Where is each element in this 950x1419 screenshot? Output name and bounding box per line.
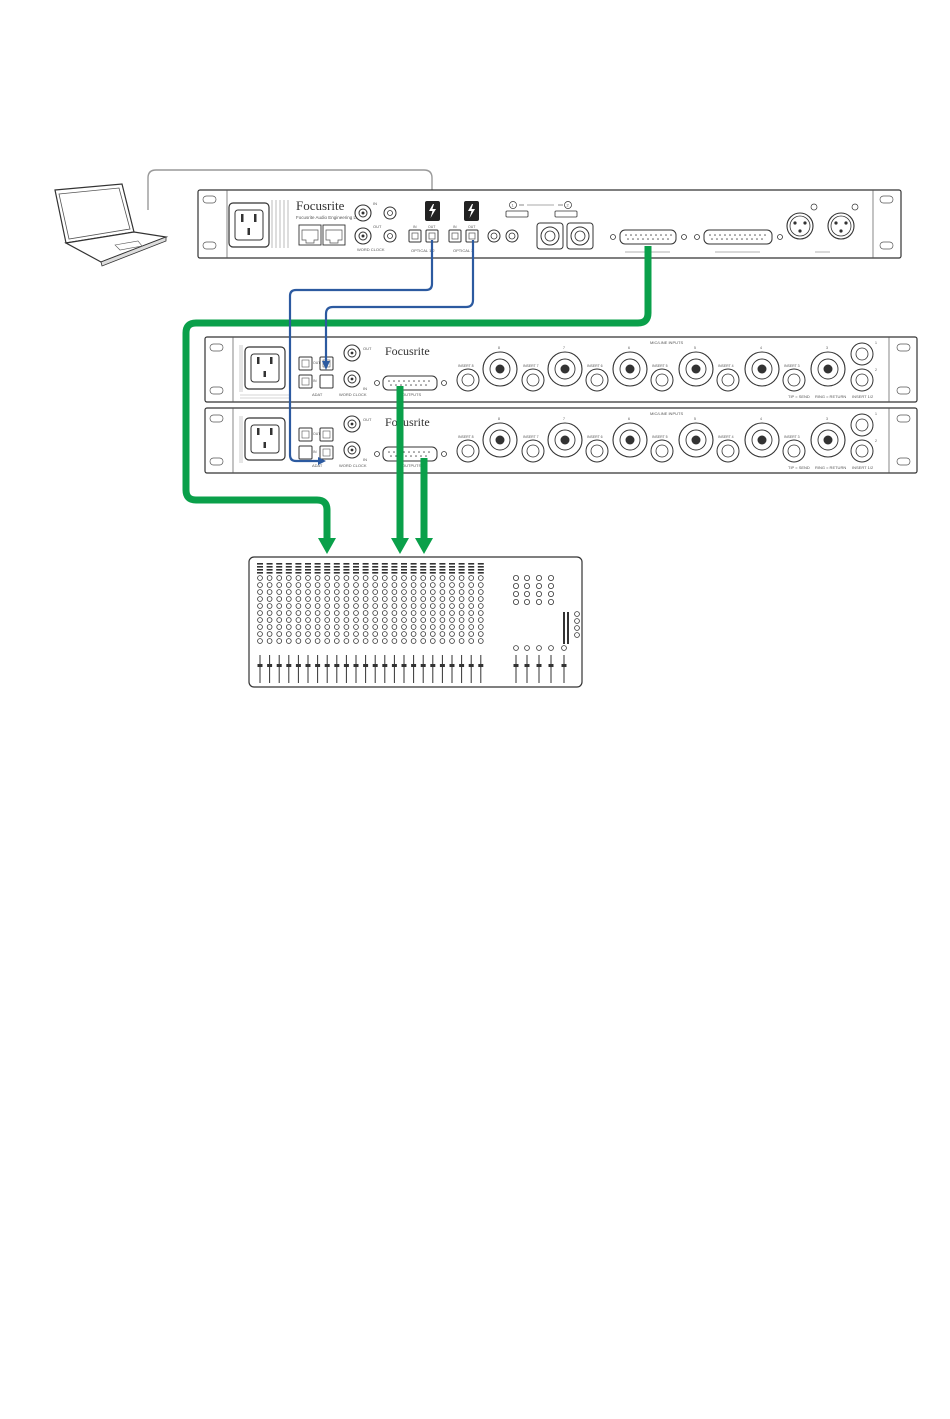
- main-brand: Focusrite: [296, 198, 345, 213]
- svg-text:RING = RETURN: RING = RETURN: [815, 465, 846, 470]
- svg-text:TIP = SEND: TIP = SEND: [788, 465, 810, 470]
- svg-text:INSERT 6: INSERT 6: [587, 364, 603, 368]
- preamp1-outputs-label: OUTPUTS: [402, 392, 421, 397]
- thunderbolt-icon: [425, 201, 479, 221]
- svg-text:INSERT 7: INSERT 7: [523, 364, 539, 368]
- svg-text:OUT: OUT: [363, 346, 372, 351]
- optical-a-label: OPTICAL 1/2: [411, 248, 435, 253]
- svg-text:5: 5: [694, 346, 696, 350]
- svg-text:INSERT 3: INSERT 3: [784, 364, 800, 368]
- blue-cable-optical-1: [288, 240, 434, 463]
- svg-text:OUT: OUT: [313, 361, 321, 365]
- svg-text:INSERT 3: INSERT 3: [784, 435, 800, 439]
- svg-text:6: 6: [628, 417, 630, 421]
- svg-text:3: 3: [826, 346, 828, 350]
- svg-text:2: 2: [875, 439, 877, 443]
- green-arrow-2: [391, 538, 409, 554]
- svg-text:1: 1: [875, 341, 877, 345]
- green-arrow-1: [318, 538, 336, 554]
- svg-text:7: 7: [563, 417, 565, 421]
- preamp-unit-2: OUT IN ADAT OUT IN WORD CLOCK Focusrite …: [204, 407, 918, 474]
- svg-text:OUT: OUT: [373, 224, 382, 229]
- preamp1-brand: Focusrite: [385, 344, 430, 358]
- svg-text:IN: IN: [363, 386, 367, 391]
- svg-text:INSERT 1/2: INSERT 1/2: [852, 394, 874, 399]
- svg-text:7: 7: [563, 346, 565, 350]
- svg-text:RING = RETURN: RING = RETURN: [815, 394, 846, 399]
- main-interface-unit: Focusrite Focusrite Audio Engineering Lt…: [197, 189, 902, 259]
- main-subbrand: Focusrite Audio Engineering Ltd: [296, 215, 360, 220]
- svg-text:TIP = SEND: TIP = SEND: [788, 394, 810, 399]
- svg-text:IN: IN: [413, 225, 417, 229]
- preamp1-adat-label: ADAT: [312, 392, 323, 397]
- svg-text:4: 4: [760, 346, 762, 350]
- svg-text:2: 2: [875, 368, 877, 372]
- svg-text:INSERT 1/2: INSERT 1/2: [852, 465, 874, 470]
- preamp2-outputs-label: OUTPUTS: [402, 463, 421, 468]
- svg-text:INSERT 5: INSERT 5: [652, 435, 668, 439]
- svg-text:INSERT 4: INSERT 4: [718, 435, 734, 439]
- preamp2-inputs: [456, 413, 874, 463]
- preamp-unit-1: OUT IN ADAT OUT IN WORD CLOCK Focusrite …: [204, 336, 918, 403]
- mixing-console-icon: [248, 556, 583, 688]
- preamp2-word-clock-label: WORD CLOCK: [339, 463, 367, 468]
- svg-text:1: 1: [875, 412, 877, 416]
- preamp2-adat-label: ADAT: [312, 463, 323, 468]
- svg-text:3: 3: [826, 417, 828, 421]
- svg-text:5: 5: [694, 417, 696, 421]
- preamp1-word-clock-label: WORD CLOCK: [339, 392, 367, 397]
- optical-b-label: OPTICAL 3: [453, 248, 474, 253]
- svg-text:IN: IN: [373, 201, 377, 206]
- svg-text:INSERT 8: INSERT 8: [458, 435, 474, 439]
- main-word-clock-label: WORD CLOCK: [357, 247, 385, 252]
- svg-text:8: 8: [498, 346, 500, 350]
- svg-text:IN: IN: [363, 457, 367, 462]
- preamp2-brand: Focusrite: [385, 415, 430, 429]
- blue-arrow-2: [322, 361, 330, 370]
- green-arrow-3: [415, 538, 433, 554]
- svg-text:INSERT 5: INSERT 5: [652, 364, 668, 368]
- svg-text:INSERT 4: INSERT 4: [718, 364, 734, 368]
- svg-text:2: 2: [567, 203, 570, 208]
- svg-text:IN: IN: [313, 450, 317, 454]
- blue-arrow-1: [318, 457, 326, 465]
- svg-text:OUT: OUT: [363, 417, 372, 422]
- svg-text:IN: IN: [313, 379, 317, 383]
- svg-text:INSERT 6: INSERT 6: [587, 435, 603, 439]
- svg-text:8: 8: [498, 417, 500, 421]
- svg-text:1: 1: [512, 203, 515, 208]
- svg-text:6: 6: [628, 346, 630, 350]
- svg-text:4: 4: [760, 417, 762, 421]
- laptop-icon: [54, 183, 169, 267]
- thunderbolt-cable: [147, 169, 433, 210]
- green-cable-main-to-console: [182, 246, 652, 540]
- svg-text:OUT: OUT: [428, 225, 436, 229]
- svg-text:IN: IN: [453, 225, 457, 229]
- preamp1-inputs: [456, 342, 874, 392]
- preamp1-mic-line-label: MIC/LINE INPUTS: [650, 340, 683, 345]
- svg-text:INSERT 8: INSERT 8: [458, 364, 474, 368]
- preamp2-mic-line-label: MIC/LINE INPUTS: [650, 411, 683, 416]
- blue-cable-optical-2: [324, 240, 475, 362]
- svg-text:INSERT 7: INSERT 7: [523, 435, 539, 439]
- svg-text:OUT: OUT: [468, 225, 476, 229]
- svg-text:OUT: OUT: [313, 432, 321, 436]
